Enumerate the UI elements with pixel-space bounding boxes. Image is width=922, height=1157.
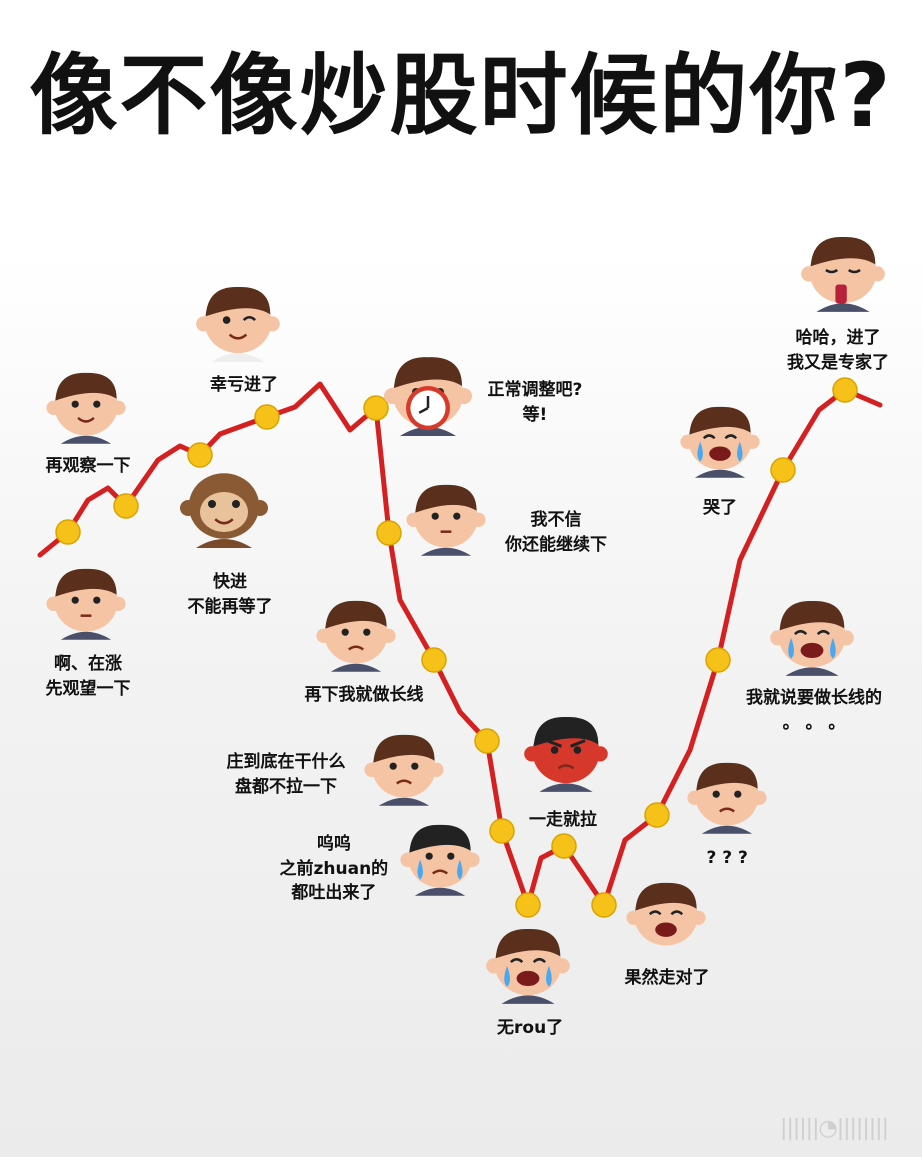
pensive-boy-face-icon [316, 600, 396, 672]
caption-line: 再观察一下 [45, 456, 131, 476]
caption-16: 哈哈，进了我又是专家了 [787, 326, 889, 375]
price-dots [55, 377, 858, 918]
caption-line: 盘都不拉一下 [235, 776, 337, 797]
caption-4: 幸亏进了 [210, 373, 278, 398]
caption-line: 等! [522, 404, 548, 425]
caption-line: 哈哈，进了 [795, 328, 881, 348]
wailing-boy-face-icon [486, 928, 570, 1004]
caption-line: 我又是专家了 [787, 352, 889, 373]
caption-line: 再下我就做长线 [304, 685, 424, 705]
price-dot-10 [515, 892, 541, 918]
price-dot-11 [551, 833, 577, 859]
caption-10: 一走就拉 [529, 808, 597, 833]
cheering-boy-face-icon [196, 286, 280, 362]
caption-line: 幸亏进了 [210, 375, 278, 395]
wine-drinking-boy-icon [801, 236, 885, 312]
price-dot-14 [705, 647, 731, 673]
price-dot-12 [591, 892, 617, 918]
caption-line: 啊、在涨 [54, 654, 122, 674]
caption-line: 先观望一下 [45, 678, 131, 699]
caption-8: 庄到底在干什么盘都不拉一下 [227, 750, 346, 799]
skeptical-boy-face-icon [406, 484, 486, 556]
caption-line: ? ? ? [706, 848, 748, 868]
caption-15: 哭了 [703, 496, 737, 521]
price-dot-3 [187, 442, 213, 468]
worried-boy-face-icon [364, 734, 444, 806]
caption-line: 呜呜 [316, 834, 351, 854]
laughing-boy-face-icon [626, 882, 706, 954]
price-dot-1 [55, 519, 81, 545]
price-dot-13 [644, 802, 670, 828]
price-dot-15 [770, 457, 796, 483]
price-dot-2 [113, 493, 139, 519]
teary-girl-face-icon [400, 824, 480, 896]
praying-monkey-icon [180, 473, 268, 548]
angry-red-boy-icon [524, 716, 608, 792]
price-dot-7 [421, 647, 447, 673]
caption-line: 之前zhuan的 [279, 858, 389, 879]
price-dot-8 [474, 728, 500, 754]
caption-line: 哭了 [703, 498, 737, 518]
price-dot-9 [489, 818, 515, 844]
caption-line: 我就说要做长线的 [746, 688, 882, 708]
caption-line: 不能再等了 [187, 596, 273, 617]
caption-7: 再下我就做长线 [305, 683, 424, 708]
caption-line: 正常调整吧? [487, 380, 583, 400]
caption-13: ? ? ? [707, 846, 748, 871]
price-dot-16 [832, 377, 858, 403]
caption-9: 呜呜之前zhuan的都吐出来了 [280, 832, 389, 906]
alarm-clock-boy-icon [384, 357, 472, 436]
sobbing-boy-face-icon [770, 600, 854, 676]
price-dot-4 [254, 404, 280, 430]
watermark: ||||||◔|||||||| [780, 1116, 889, 1141]
caption-12: 果然走对了 [625, 966, 710, 991]
caption-line: 快进 [213, 572, 247, 592]
caption-line: 无rou了 [497, 1018, 564, 1038]
caption-6: 我不信你还能继续下 [505, 508, 607, 557]
price-dot-6 [376, 520, 402, 546]
caption-11: 无rou了 [497, 1016, 563, 1041]
caption-line: 。 。 。 [782, 712, 846, 733]
emoji-faces [46, 236, 885, 1004]
crying-boy-face-icon [680, 406, 760, 478]
page-title: 像不像炒股时候的你? [29, 44, 893, 147]
caption-14: 我就说要做长线的。 。 。 [746, 686, 882, 735]
smiling-boy-face-icon [46, 372, 126, 444]
caption-line: 你还能继续下 [505, 534, 607, 555]
caption-line: 庄到底在干什么 [226, 752, 346, 772]
caption-5: 正常调整吧? 等! [488, 378, 583, 427]
price-dot-5 [363, 395, 389, 421]
caption-1: 啊、在涨先观望一下 [46, 652, 131, 701]
caption-line: 果然走对了 [624, 968, 710, 988]
calm-boy-face-icon [46, 568, 126, 640]
price-trend-line [37, 381, 883, 908]
caption-line: 我不信 [530, 510, 582, 530]
caption-line: 一走就拉 [529, 810, 597, 830]
caption-line: 都吐出来了 [291, 883, 377, 904]
caption-2: 再观察一下 [46, 454, 131, 479]
confused-boy-face-icon [687, 762, 767, 834]
caption-3: 快进不能再等了 [188, 570, 273, 619]
